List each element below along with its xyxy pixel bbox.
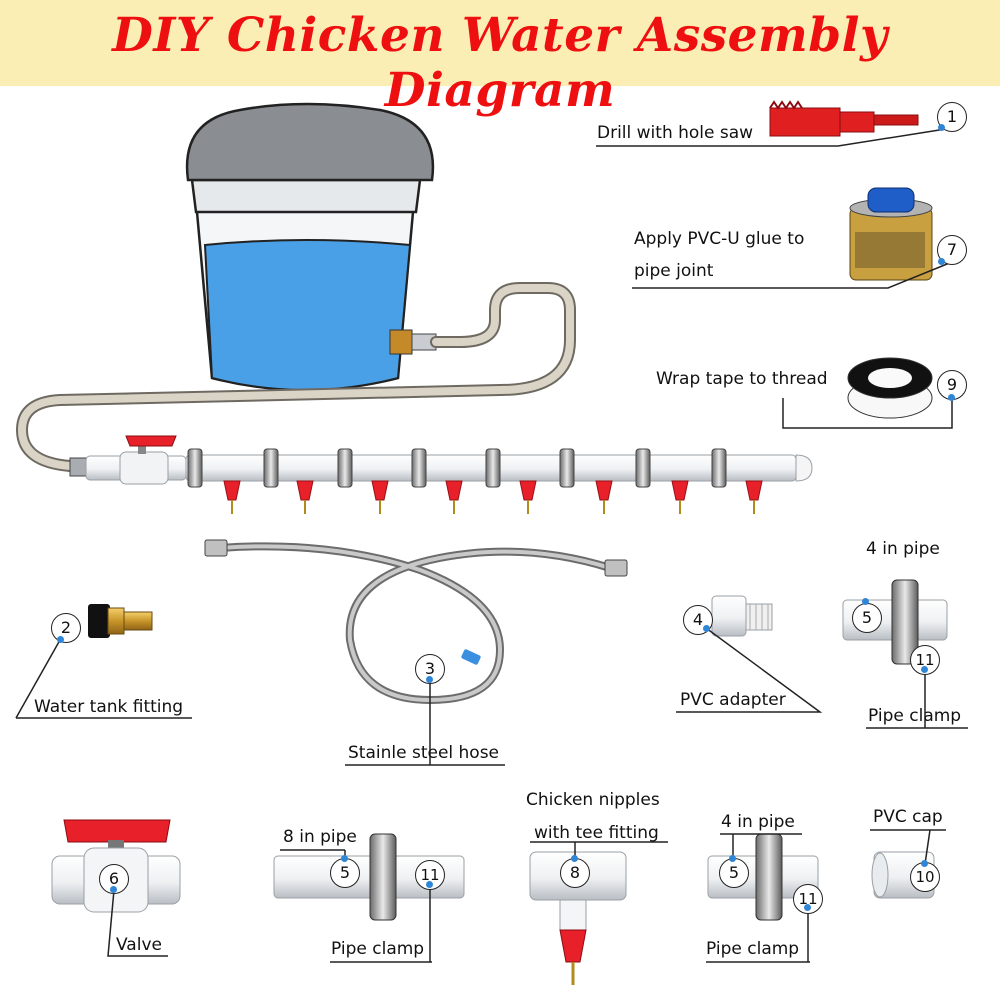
label-thread-tape: Wrap tape to thread [656,369,828,389]
callout-2: 2 [51,613,81,643]
label-valve: Valve [116,935,162,955]
hole-saw-icon [769,100,919,137]
callout-5-mid: 5 [330,858,360,888]
callout-dot [729,855,736,862]
supply-hose [15,282,576,472]
callout-5-top: 5 [852,603,882,633]
pvc-adapter-icon [711,595,773,637]
glue-can-icon [849,187,933,281]
callout-dot [938,124,945,131]
thread-tape-icon [847,357,933,419]
label-drill-hole-saw: Drill with hole saw [597,123,754,143]
callout-dot [703,625,710,632]
callout-5-bottom: 5 [719,858,749,888]
callout-dot [57,636,64,643]
label-pvc-cap: PVC cap [873,807,943,827]
label-4in-pipe-top: 4 in pipe [866,539,940,559]
title-banner: DIY Chicken Water Assembly Diagram [0,0,1000,118]
callout-dot [571,855,578,862]
label-nipples-line1: Chicken nipples [526,790,660,810]
tank-fitting-icon [88,604,153,638]
callout-dot [341,855,348,862]
label-nipples-line2: with tee fitting [534,823,659,843]
label-pipe-clamp-mid: Pipe clamp [331,939,425,959]
label-water-tank-fitting: Water tank fitting [34,697,184,717]
callout-dot [921,860,928,867]
label-glue-line2: pipe joint [634,261,714,281]
label-8in-pipe: 8 in pipe [283,827,357,847]
callout-dot [804,904,811,911]
callout-11-mid: 11 [415,860,445,890]
callout-8: 8 [560,858,590,888]
callout-dot [948,394,955,401]
callout-11-bottom: 11 [793,884,823,914]
callout-dot [426,881,433,888]
callout-dot [110,886,117,893]
callout-dot [921,666,928,673]
callout-dot [938,258,945,265]
label-steel-hose: Stainle steel hose [348,743,500,763]
label-glue-line1: Apply PVC-U glue to [634,229,805,249]
manifold-assembly [69,435,813,514]
label-pvc-adapter: PVC adapter [680,690,786,710]
page-title: DIY Chicken Water Assembly Diagram [112,8,888,118]
label-pipe-clamp-bottom: Pipe clamp [706,939,800,959]
callout-dot [426,676,433,683]
callout-dot [862,598,869,605]
label-pipe-clamp-top: Pipe clamp [868,706,962,726]
label-4in-pipe-bottom: 4 in pipe [721,812,795,832]
